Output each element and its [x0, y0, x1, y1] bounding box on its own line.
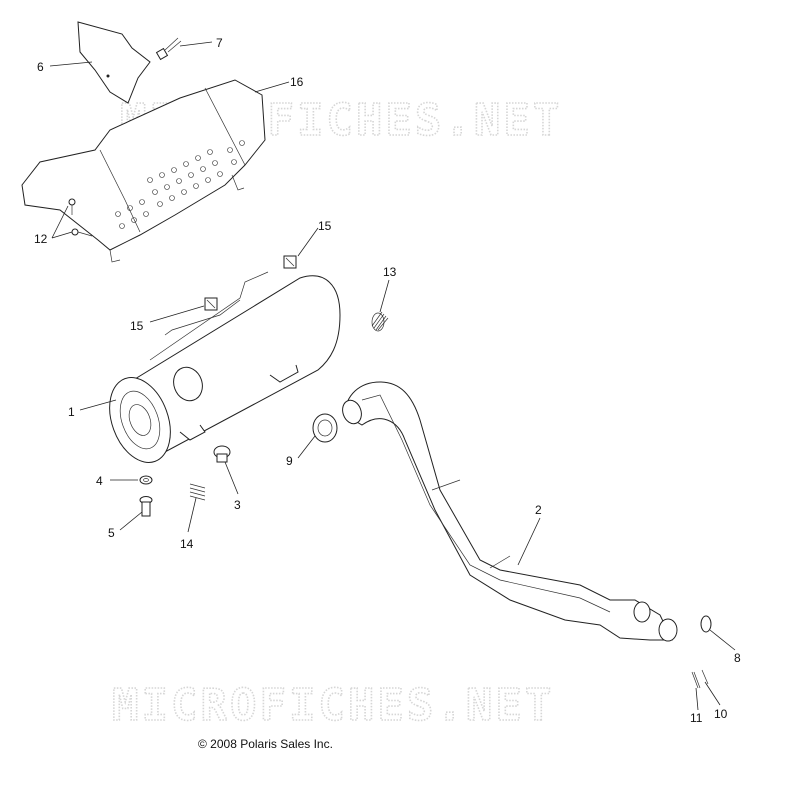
callout-5: 5 [108, 526, 115, 540]
callout-10: 10 [714, 707, 728, 721]
callout-12: 12 [34, 232, 48, 246]
callout-2: 2 [535, 503, 542, 517]
callout-6: 6 [37, 60, 44, 74]
callout-1: 1 [68, 405, 75, 419]
callout-16: 16 [290, 75, 304, 89]
callout-7: 7 [216, 36, 223, 50]
part-16-heat-shield [21, 79, 266, 263]
part-5-bolt [139, 496, 153, 517]
callout-14: 14 [180, 537, 194, 551]
part-11-spring [691, 671, 701, 689]
part-15-clip-lower [204, 297, 218, 311]
callout-13: 13 [383, 265, 397, 279]
part-12-screws [68, 198, 93, 237]
callout-9: 9 [286, 454, 293, 468]
part-15-clip-upper [283, 255, 297, 269]
callout-15-upper: 15 [318, 219, 332, 233]
part-13-spring [371, 311, 389, 332]
part-14-spring [189, 483, 206, 501]
part-4-washer [139, 475, 153, 485]
callout-11: 11 [690, 711, 703, 725]
part-6-bracket [77, 21, 151, 104]
watermark-bottom: MICROFICHES.NET [112, 680, 554, 731]
part-7-bolt [155, 37, 182, 61]
heat-shield-perforations [115, 140, 245, 229]
callout-4: 4 [96, 474, 103, 488]
part-1-muffler [109, 271, 341, 463]
part-10-clip [701, 669, 709, 685]
callout-8: 8 [734, 651, 741, 665]
part-3-plug [213, 445, 231, 463]
callout-15-lower: 15 [130, 319, 144, 333]
part-8-gasket [700, 615, 712, 633]
part-2-header-pipe [342, 381, 678, 642]
leader-lines [49, 41, 736, 711]
copyright-notice: © 2008 Polaris Sales Inc. [198, 737, 333, 751]
part-9-gasket [312, 413, 338, 443]
callout-3: 3 [234, 498, 241, 512]
